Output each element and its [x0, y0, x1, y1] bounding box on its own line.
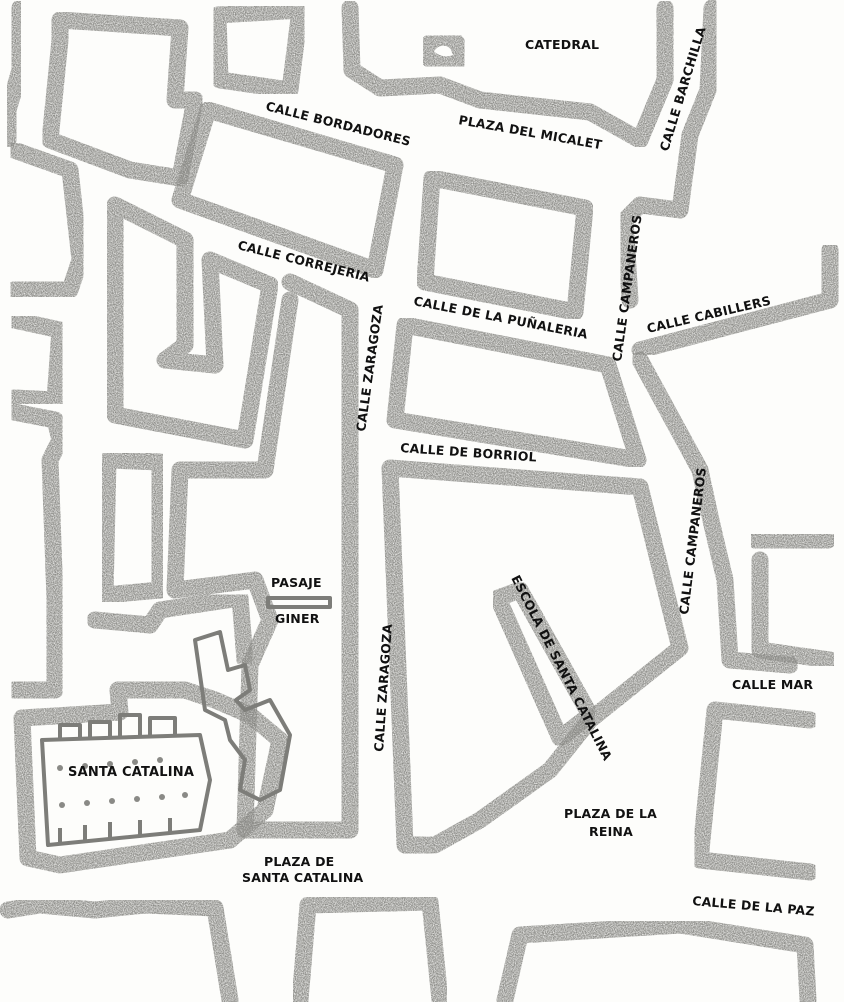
- label-pasaje: PASAJE: [271, 575, 322, 590]
- block-bottom-west: [0, 896, 239, 1002]
- label-calle-de-la-paz: CALLE DE LA PAZ: [692, 893, 816, 919]
- block-punaleria-south: [386, 316, 647, 469]
- block-bottom-mid: [291, 893, 449, 1002]
- block-bordadores: [171, 101, 404, 279]
- block-east-far: [746, 531, 839, 669]
- block-micalet-south: [416, 169, 594, 321]
- block-cathedral: [341, 0, 674, 149]
- pasaje-giner-passage: [266, 596, 332, 609]
- church-columns: [57, 757, 188, 808]
- block-east-campaneros: [631, 351, 799, 674]
- label-calle-campaneros-south: CALLE CAMPANEROS: [676, 467, 709, 616]
- block-top-left: [41, 11, 204, 187]
- church-chapels-south: [58, 818, 172, 843]
- church-nave: [40, 733, 212, 847]
- block-top-left-edge: [0, 0, 29, 149]
- block-escola: [489, 581, 599, 747]
- label-santa-catalina-church: SANTA CATALINA: [68, 765, 194, 780]
- church-plan: [40, 596, 332, 847]
- block-borriol-south: [381, 459, 689, 854]
- block-bottom-east: [496, 916, 817, 1002]
- label-plaza-de-la: PLAZA DE LA: [564, 806, 657, 821]
- label-reina: REINA: [589, 824, 633, 839]
- label-catedral: CATEDRAL: [525, 37, 599, 52]
- block-correjeria-west: [106, 196, 279, 449]
- label-calle-mar: CALLE MAR: [732, 677, 813, 692]
- block-west-edge: [5, 141, 89, 299]
- cathedral-dome: [416, 28, 471, 74]
- label-santa-catalina-plaza: SANTA CATALINA: [242, 870, 364, 885]
- label-calle-campaneros-north: CALLE CAMPANEROS: [609, 214, 644, 363]
- label-giner: GINER: [275, 611, 320, 626]
- block-pasaje-west: [86, 589, 254, 669]
- block-right-top: [616, 0, 721, 309]
- block-west-lower: [5, 403, 69, 699]
- block-santa-catalina: [13, 681, 289, 874]
- block-zaragoza-west: [166, 273, 359, 839]
- block-east-cabillers: [631, 241, 839, 359]
- block-small-west: [96, 451, 169, 604]
- church-chapels-north: [58, 713, 177, 740]
- block-east-mar: [691, 701, 819, 881]
- label-plaza-de: PLAZA DE: [264, 854, 334, 869]
- block-top-small: [209, 1, 309, 99]
- church-apse: [193, 630, 292, 802]
- block-west-mid: [5, 311, 69, 409]
